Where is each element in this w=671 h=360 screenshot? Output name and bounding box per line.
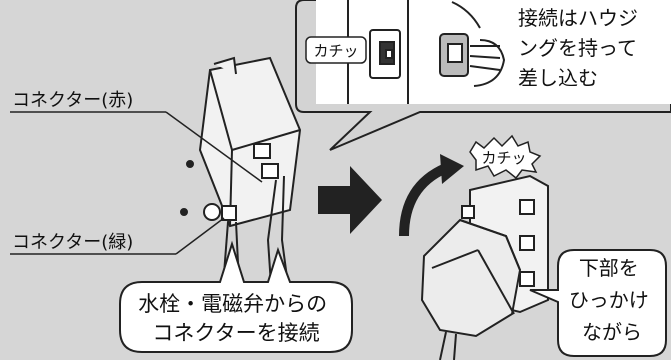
click-tag: カチッ <box>305 36 367 64</box>
click-burst-text: カチッ <box>481 149 526 167</box>
right-arrow-icon <box>318 166 382 234</box>
connect-instruction-line: 水栓・電磁弁からの <box>138 292 327 316</box>
click-tag-text: カチッ <box>313 42 358 60</box>
hook-instruction-line: ひっかけ <box>569 288 649 312</box>
housing-illustration-right <box>439 1 506 87</box>
connect-instruction-text: 水栓・電磁弁からの コネクターを接続 <box>138 292 334 345</box>
device-illustration <box>180 56 302 305</box>
curved-arrow-icon <box>399 154 464 237</box>
click-burst: カチッ <box>469 134 542 180</box>
connector-detail-callout: カチッ 接続はハウジ ングを持って 差し込む <box>295 0 671 151</box>
instruction-line: 差し込む <box>518 66 598 90</box>
instruction-line: 接続はハウジ <box>518 6 638 30</box>
hook-instruction-line: ながら <box>582 320 642 344</box>
instruction-line: ングを持って <box>518 36 637 60</box>
hook-instruction-line: 下部を <box>579 256 639 280</box>
connector-green-text: コネクター(緑) <box>12 232 133 253</box>
housing-illustration-left <box>347 0 409 104</box>
connect-instruction-bubble: 水栓・電磁弁からの コネクターを接続 <box>119 240 353 353</box>
connection-instruction: 接続はハウジ ングを持って 差し込む <box>518 6 644 90</box>
hook-instruction-text: 下部を ひっかけ ながら <box>569 256 655 344</box>
connect-instruction-line: コネクターを接続 <box>152 321 319 345</box>
mounted-box-illustration <box>420 174 549 360</box>
connector-red-label: コネクター(赤) <box>10 90 263 183</box>
connector-red-text: コネクター(赤) <box>12 90 133 111</box>
hook-instruction-bubble: 下部を ひっかけ ながら <box>529 249 667 357</box>
connector-green-label: コネクター(緑) <box>10 217 225 255</box>
